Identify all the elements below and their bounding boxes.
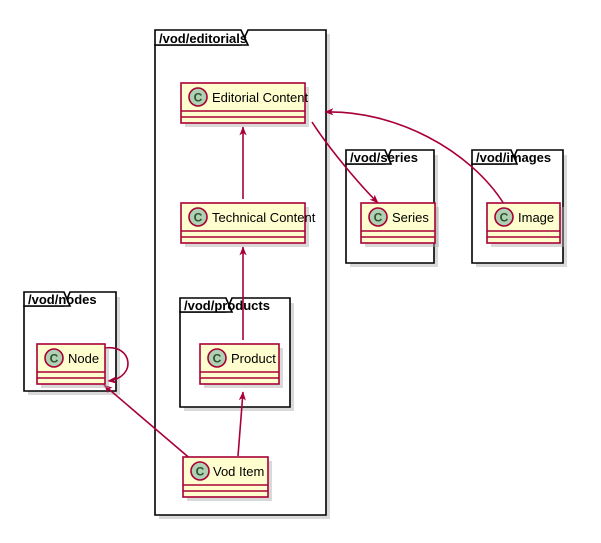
class-product[interactable]: C Product [199,343,283,388]
class-technical-content[interactable]: C Technical Content [180,202,316,247]
class-icon-letter: C [194,91,203,105]
package-editorials-tab [154,29,250,46]
relation-voditem-to-product[interactable] [237,391,246,457]
class-series[interactable]: C Series [360,202,439,247]
package-images-label: /vod/images [476,150,551,165]
class-icon-letter: C [500,211,509,225]
class-image-title: Image [518,210,554,225]
class-icon-circle [190,461,210,481]
relation-editorial-to-series[interactable] [311,121,379,204]
class-product-title: Product [231,351,276,366]
class-icon-circle [188,207,208,227]
class-icon-circle [188,87,208,107]
package-series-tab [345,149,393,165]
class-icon-letter: C [196,465,205,479]
package-nodes-label: /vod/nodes [28,292,97,307]
class-icon-circle [368,207,388,227]
package-products-tab [179,297,234,313]
package-editorials-label: /vod/editorials [159,31,247,46]
class-vod-item-title: Vod Item [213,464,264,479]
class-technical-content-title: Technical Content [212,210,316,225]
class-vod-item[interactable]: C Vod Item [182,456,272,501]
class-node[interactable]: C Node [36,343,109,388]
class-icon-letter: C [213,352,222,366]
class-icon-letter: C [194,211,203,225]
class-series-title: Series [392,210,429,225]
relation-image-to-editorial[interactable] [324,108,505,205]
relations-layer [103,108,505,462]
class-editorial-content[interactable]: C Editorial Content [180,82,309,127]
package-images-tab [471,149,519,165]
class-icon-letter: C [50,352,59,366]
package-series-label: /vod/series [350,150,418,165]
class-node-title: Node [68,351,99,366]
class-image[interactable]: C Image [486,202,564,247]
class-icon-circle [207,348,227,368]
relation-node-self-loop[interactable] [104,347,129,384]
package-nodes-tab [23,291,72,307]
relation-voditem-to-node[interactable] [103,384,194,462]
class-editorial-content-title: Editorial Content [212,90,308,105]
class-icon-circle [494,207,514,227]
class-icon-letter: C [374,211,383,225]
class-icon-circle [44,348,64,368]
package-products-label: /vod/products [184,298,270,313]
